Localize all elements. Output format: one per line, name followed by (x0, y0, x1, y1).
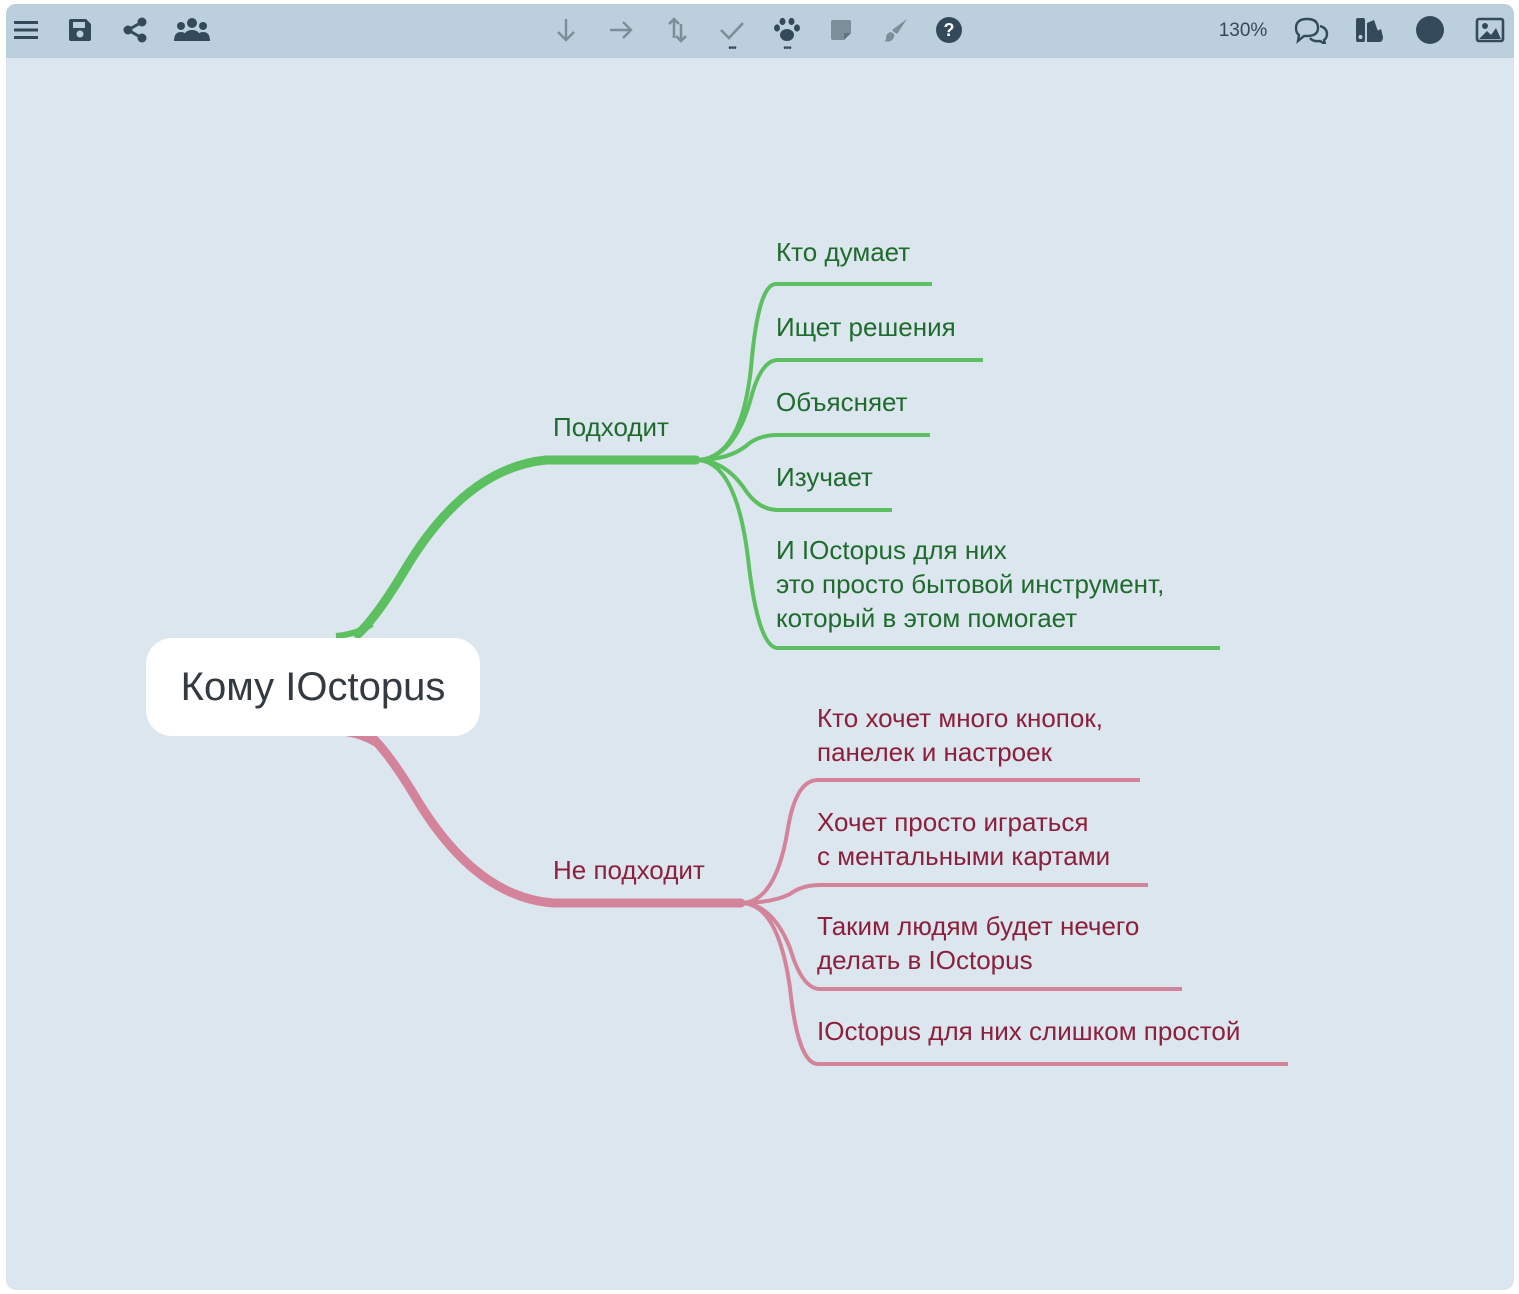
brush-icon[interactable] (879, 13, 913, 47)
svg-text:?: ? (944, 20, 955, 40)
child-node[interactable]: Таким людям будет нечего делать в IOctop… (817, 911, 1140, 975)
menu-icon[interactable] (9, 13, 43, 47)
root-node[interactable]: Кому IOctopus (146, 638, 480, 736)
share-icon[interactable] (118, 13, 152, 47)
app-window: ••• ••• ? 130% (6, 4, 1514, 1290)
child-node[interactable]: И IOctopus для них это просто бытовой ин… (776, 535, 1165, 633)
comments-icon[interactable] (1291, 13, 1331, 47)
circle-icon[interactable] (1413, 13, 1447, 47)
branch-unsuitable[interactable]: Не подходит (553, 855, 705, 885)
arrow-right-icon[interactable] (604, 13, 638, 47)
mindmap-canvas[interactable]: Кому IOctopus Подходит Кто думает Ищет р… (6, 58, 1514, 1290)
save-icon[interactable] (63, 13, 97, 47)
more-dots: ••• (728, 43, 736, 54)
image-icon[interactable] (1473, 13, 1507, 47)
child-node[interactable]: Изучает (776, 462, 873, 492)
child-node[interactable]: Кто думает (776, 237, 911, 267)
arrow-down-icon[interactable] (549, 13, 583, 47)
child-node[interactable]: IOctopus для них слишком простой (817, 1016, 1241, 1046)
toolbar: ••• ••• ? 130% (6, 4, 1514, 58)
palette-icon[interactable] (1352, 13, 1386, 47)
child-node[interactable]: Ищет решения (776, 312, 956, 342)
zoom-level[interactable]: 130% (1218, 20, 1268, 41)
check-icon[interactable]: ••• (715, 13, 749, 54)
child-node[interactable]: Объясняет (776, 387, 908, 417)
users-icon[interactable] (172, 13, 212, 47)
child-node[interactable]: Кто хочет много кнопок, панелек и настро… (817, 703, 1103, 767)
branch-connectors (335, 282, 1288, 1066)
help-icon[interactable]: ? (932, 13, 966, 47)
child-node[interactable]: Хочет просто играться с ментальными карт… (817, 807, 1111, 871)
sticky-note-icon[interactable] (824, 13, 858, 47)
paw-icon[interactable]: ••• (770, 13, 804, 54)
branch-suitable[interactable]: Подходит (553, 412, 669, 442)
more-dots: ••• (783, 43, 791, 54)
swap-icon[interactable] (660, 13, 694, 47)
